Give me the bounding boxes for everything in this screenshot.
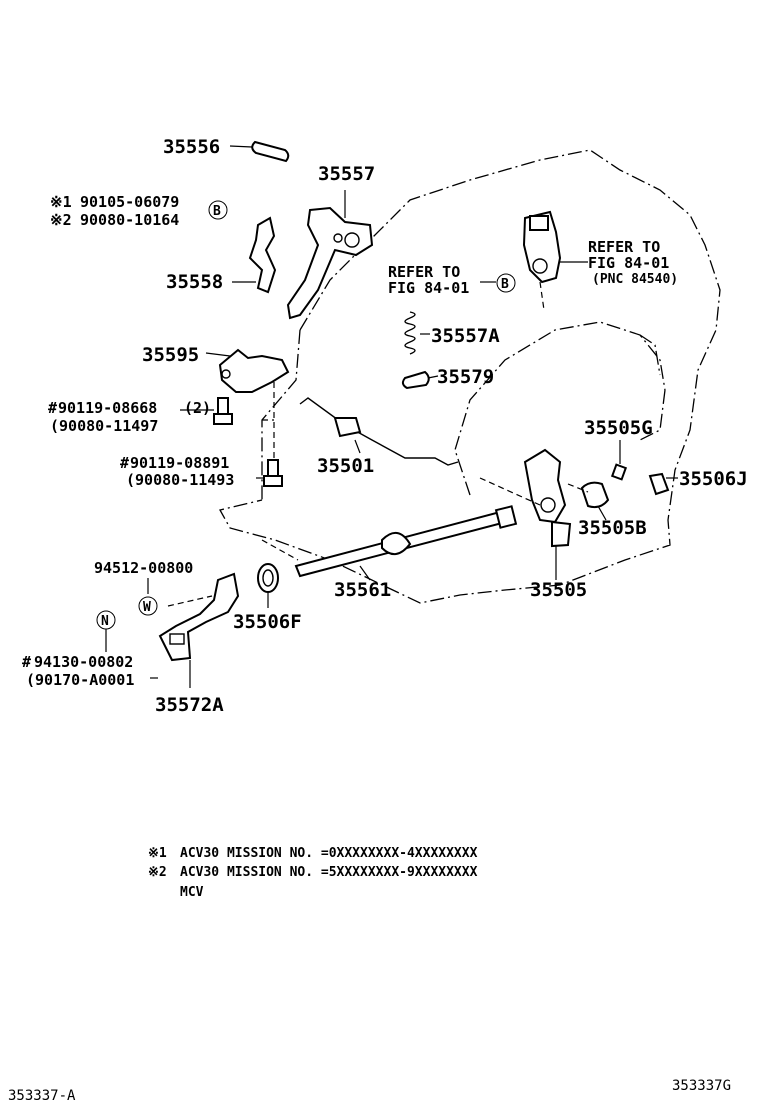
label-35556: 35556 xyxy=(163,136,220,158)
refer-right-line3: (PNC 84540) xyxy=(592,272,678,287)
pin-35579 xyxy=(401,370,439,390)
ref-mark-1: ※1 xyxy=(50,193,72,211)
note-3-text: MCV xyxy=(180,885,204,900)
spring-35558 xyxy=(232,216,277,294)
ref-hash-2: # xyxy=(120,454,129,472)
note-1-text: ACV30 MISSION NO. =0XXXXXXXX-4XXXXXXXX xyxy=(180,846,478,861)
label-35505: 35505 xyxy=(530,579,587,601)
symbol-w-letter: W xyxy=(143,600,151,615)
bolt-90119-08668 xyxy=(213,397,233,425)
ref-hash-3: # xyxy=(22,653,31,671)
note-2-text: ACV30 MISSION NO. =5XXXXXXXX-9XXXXXXXX xyxy=(180,865,478,880)
ref-90119-08891: # 90119-08891 (90080-11493 xyxy=(120,454,234,489)
assembly-guide-lines xyxy=(261,281,589,561)
label-35505g: 35505G xyxy=(584,417,653,439)
refer-center-line2: FIG 84-01 xyxy=(388,279,469,297)
shaft-35561 xyxy=(294,505,518,581)
clip-35505g xyxy=(610,440,628,481)
footer-right-code: 353337G xyxy=(672,1078,731,1094)
ref-94512-00800: 94512-00800 W xyxy=(94,559,193,616)
lever-35557 xyxy=(286,190,374,320)
symbol-b-letter: B xyxy=(213,204,221,219)
ref-number-90105-06079: 90105-06079 xyxy=(80,193,179,211)
ref-number-94512-00800: 94512-00800 xyxy=(94,559,193,577)
label-35572a: 35572A xyxy=(155,694,224,716)
note-1-mark: ※1 xyxy=(148,846,167,861)
label-35557a: 35557A xyxy=(431,325,500,347)
lever-35572a xyxy=(158,572,240,688)
mission-notes: ※1 ACV30 MISSION NO. =0XXXXXXXX-4XXXXXXX… xyxy=(148,846,478,900)
collar-35505b xyxy=(580,481,610,521)
ref-90119-08668: # 90119-08668 (2) (90080-11497 xyxy=(48,399,211,435)
label-35595: 35595 xyxy=(142,344,199,366)
ref-hash-1: # xyxy=(48,399,57,417)
label-35579: 35579 xyxy=(437,366,494,388)
ref-mark-2: ※2 xyxy=(50,211,72,229)
spring-35557a xyxy=(404,311,430,355)
neutral-start-switch xyxy=(480,210,588,284)
ref-90080-10164: ※2 90080-10164 xyxy=(50,211,179,229)
note-2-mark: ※2 xyxy=(148,865,167,880)
ref-qty-2: (2) xyxy=(184,399,211,417)
bracket-35595 xyxy=(205,348,290,470)
symbol-n-letter: N xyxy=(101,614,109,629)
pin-35556 xyxy=(229,140,290,163)
ref-alt-90080-11497: (90080-11497 xyxy=(50,417,158,435)
oil-seal-35506f xyxy=(257,563,279,608)
bolt-90119-08891 xyxy=(263,459,283,487)
transmission-housing-outline xyxy=(219,149,721,604)
ref-alt-90080-11493: (90080-11493 xyxy=(126,471,234,489)
ref-number-94130-00802: 94130-00802 xyxy=(34,653,133,671)
ref-number-90119-08891: 90119-08891 xyxy=(130,454,229,472)
label-35506f: 35506F xyxy=(233,611,302,633)
symbol-b-top: B xyxy=(208,200,228,220)
footer-left-code: 353337-A xyxy=(8,1088,76,1104)
ref-number-90119-08668: 90119-08668 xyxy=(58,399,157,417)
label-35505b: 35505B xyxy=(578,517,647,539)
label-35506j: 35506J xyxy=(679,468,748,490)
manual-lever-35505 xyxy=(523,448,572,580)
refer-center-line1: REFER TO xyxy=(388,263,460,281)
rod-35501 xyxy=(299,397,459,466)
refer-right-line2: FIG 84-01 xyxy=(588,254,669,272)
ref-90105-06079: ※1 90105-06079 xyxy=(50,193,179,211)
clip-35506j xyxy=(648,472,678,496)
refer-fig-center: REFER TO FIG 84-01 B xyxy=(388,263,516,297)
symbol-b-center-letter: B xyxy=(501,277,509,292)
refer-right-line1: REFER TO xyxy=(588,238,660,256)
label-35561: 35561 xyxy=(334,579,391,601)
label-35558: 35558 xyxy=(166,271,223,293)
reference-leaders xyxy=(105,409,264,679)
ref-alt-90170-a0001: (90170-A0001 xyxy=(26,671,134,689)
label-35557: 35557 xyxy=(318,163,375,185)
label-35501: 35501 xyxy=(317,455,374,477)
ref-number-90080-10164: 90080-10164 xyxy=(80,211,179,229)
ref-94130-00802: N # 94130-00802 (90170-A0001 xyxy=(22,610,134,689)
refer-fig-right: REFER TO FIG 84-01 (PNC 84540) xyxy=(588,238,678,287)
